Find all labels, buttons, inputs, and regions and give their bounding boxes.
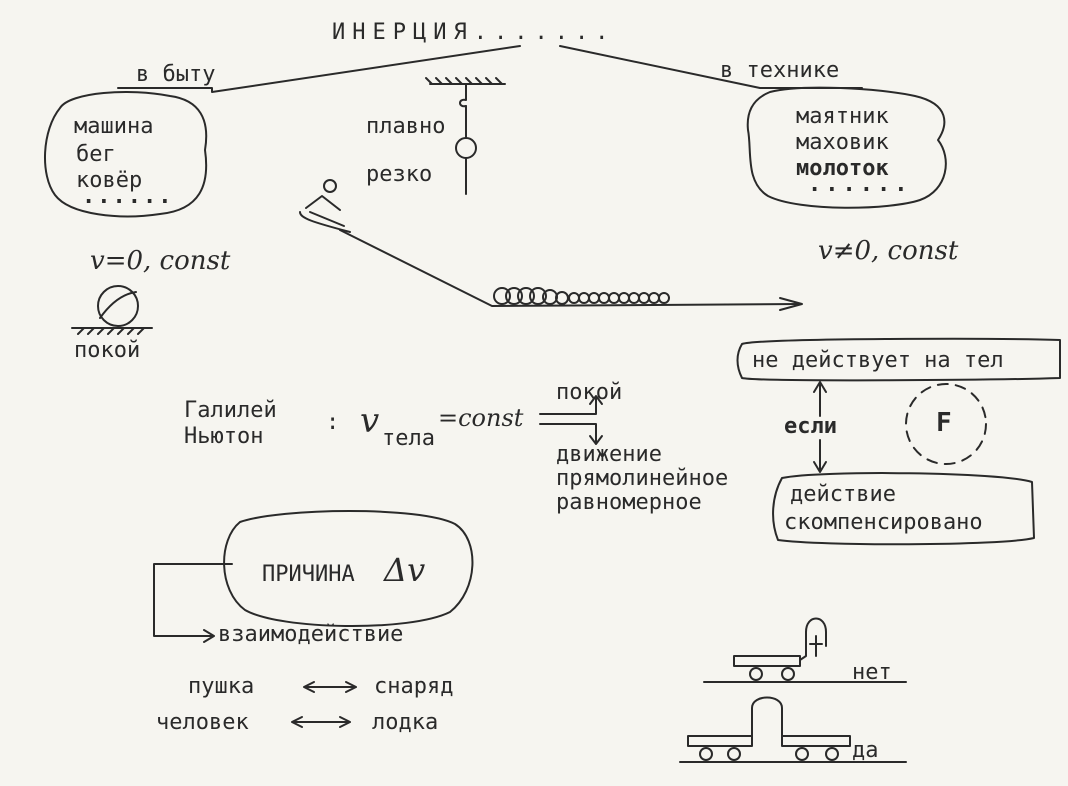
- everyday-item-carpet: ковёр: [76, 168, 143, 193]
- velocity-motion-label: v≠0, const: [818, 236, 959, 266]
- technology-item-pendulum: маятник: [796, 104, 889, 129]
- force-compensated-2: скомпенсировано: [784, 510, 983, 535]
- law-velocity-symbol: v: [360, 401, 380, 441]
- law-newton: Ньютон: [184, 424, 264, 449]
- force-if-label: если: [784, 414, 837, 439]
- law-motion-2: прямолинейное: [556, 466, 729, 491]
- rest-ball: [97, 285, 139, 327]
- cart-yes-wheel-3: [795, 747, 809, 761]
- ceiling-hatch: [425, 77, 506, 85]
- force-symbol: F: [936, 408, 952, 438]
- sled-rider-head: [323, 179, 337, 193]
- cart-yes-body-right: [781, 735, 851, 747]
- law-galileo: Галилей: [184, 398, 277, 423]
- cart-yes-label: да: [852, 738, 879, 763]
- slope-line: [339, 229, 801, 307]
- ground-hatch: [71, 327, 153, 335]
- everyday-item-car: машина: [74, 114, 154, 139]
- cart-yes-wheel-2: [727, 747, 741, 761]
- pair-boat: лодка: [372, 710, 439, 735]
- cart-no-wheel-2: [781, 667, 795, 681]
- arrow-rest: [539, 395, 603, 415]
- cause-delta-v: Δv: [384, 551, 426, 589]
- sled: [299, 195, 351, 233]
- pair-man: человек: [156, 710, 249, 735]
- pair-shell: снаряд: [374, 674, 454, 699]
- cart-no-man: [805, 617, 827, 657]
- arrow-up-not-acting: [813, 381, 827, 417]
- law-const: =const: [438, 404, 524, 432]
- force-circle: [905, 383, 987, 465]
- force-not-acting: не действует на тел: [752, 348, 1004, 373]
- interaction-label: взаимодействие: [218, 622, 404, 647]
- pendulum-smooth-label: плавно: [366, 114, 446, 139]
- pair-cannon: пушка: [188, 674, 255, 699]
- cause-oval: [223, 510, 474, 628]
- cart-yes-wheel-1: [699, 747, 713, 761]
- balls-row: [493, 287, 670, 305]
- technology-item-hammer: молоток: [796, 156, 889, 181]
- cart-no-body: [733, 631, 807, 667]
- arrow-motion: [539, 423, 603, 445]
- cart-no-wheel-1: [749, 667, 763, 681]
- law-rest: покой: [556, 380, 623, 405]
- law-motion-3: равномерное: [556, 490, 702, 515]
- arrow-feedback: [153, 563, 233, 643]
- velocity-rest-label: v=0, const: [90, 246, 231, 276]
- pendulum-sharp-label: резко: [366, 162, 433, 187]
- cause-label: ПРИЧИНА: [262, 562, 355, 587]
- cart-yes-wheel-4: [825, 747, 839, 761]
- box-not-acting: [736, 337, 1061, 382]
- diagram-title: ИНЕРЦИЯ.......: [332, 20, 616, 45]
- cart-yes-man: [751, 696, 783, 737]
- everyday-item-dots: ......: [82, 184, 174, 209]
- branch-everyday-label: в быту: [136, 62, 216, 87]
- cart-yes-body-left: [687, 735, 753, 747]
- pendulum-hook: [459, 83, 467, 108]
- cloud-technology: [746, 86, 947, 209]
- technology-item-dots: ......: [808, 172, 912, 197]
- pendulum-bob: [455, 137, 477, 159]
- cloud-everyday: [44, 91, 208, 218]
- pair-arrow-2: [291, 716, 351, 728]
- law-motion-1: движение: [556, 442, 662, 467]
- rest-ball-seam: [99, 291, 137, 319]
- arrow-down-compensated: [813, 439, 827, 473]
- law-body-subscript: тела: [382, 426, 435, 451]
- law-colon: :: [326, 410, 340, 435]
- pair-arrow-1: [303, 681, 357, 693]
- rest-label: покой: [74, 338, 141, 363]
- force-compensated-1: действие: [790, 482, 896, 507]
- cart-no-label: нет: [852, 660, 892, 685]
- branch-technology-label: в технике: [720, 58, 840, 83]
- box-compensated: [772, 472, 1035, 546]
- technology-item-flywheel: маховик: [796, 130, 889, 155]
- branch-line-left: [117, 45, 521, 93]
- slope-arrow-head: [779, 297, 803, 311]
- everyday-item-run: бег: [76, 142, 116, 167]
